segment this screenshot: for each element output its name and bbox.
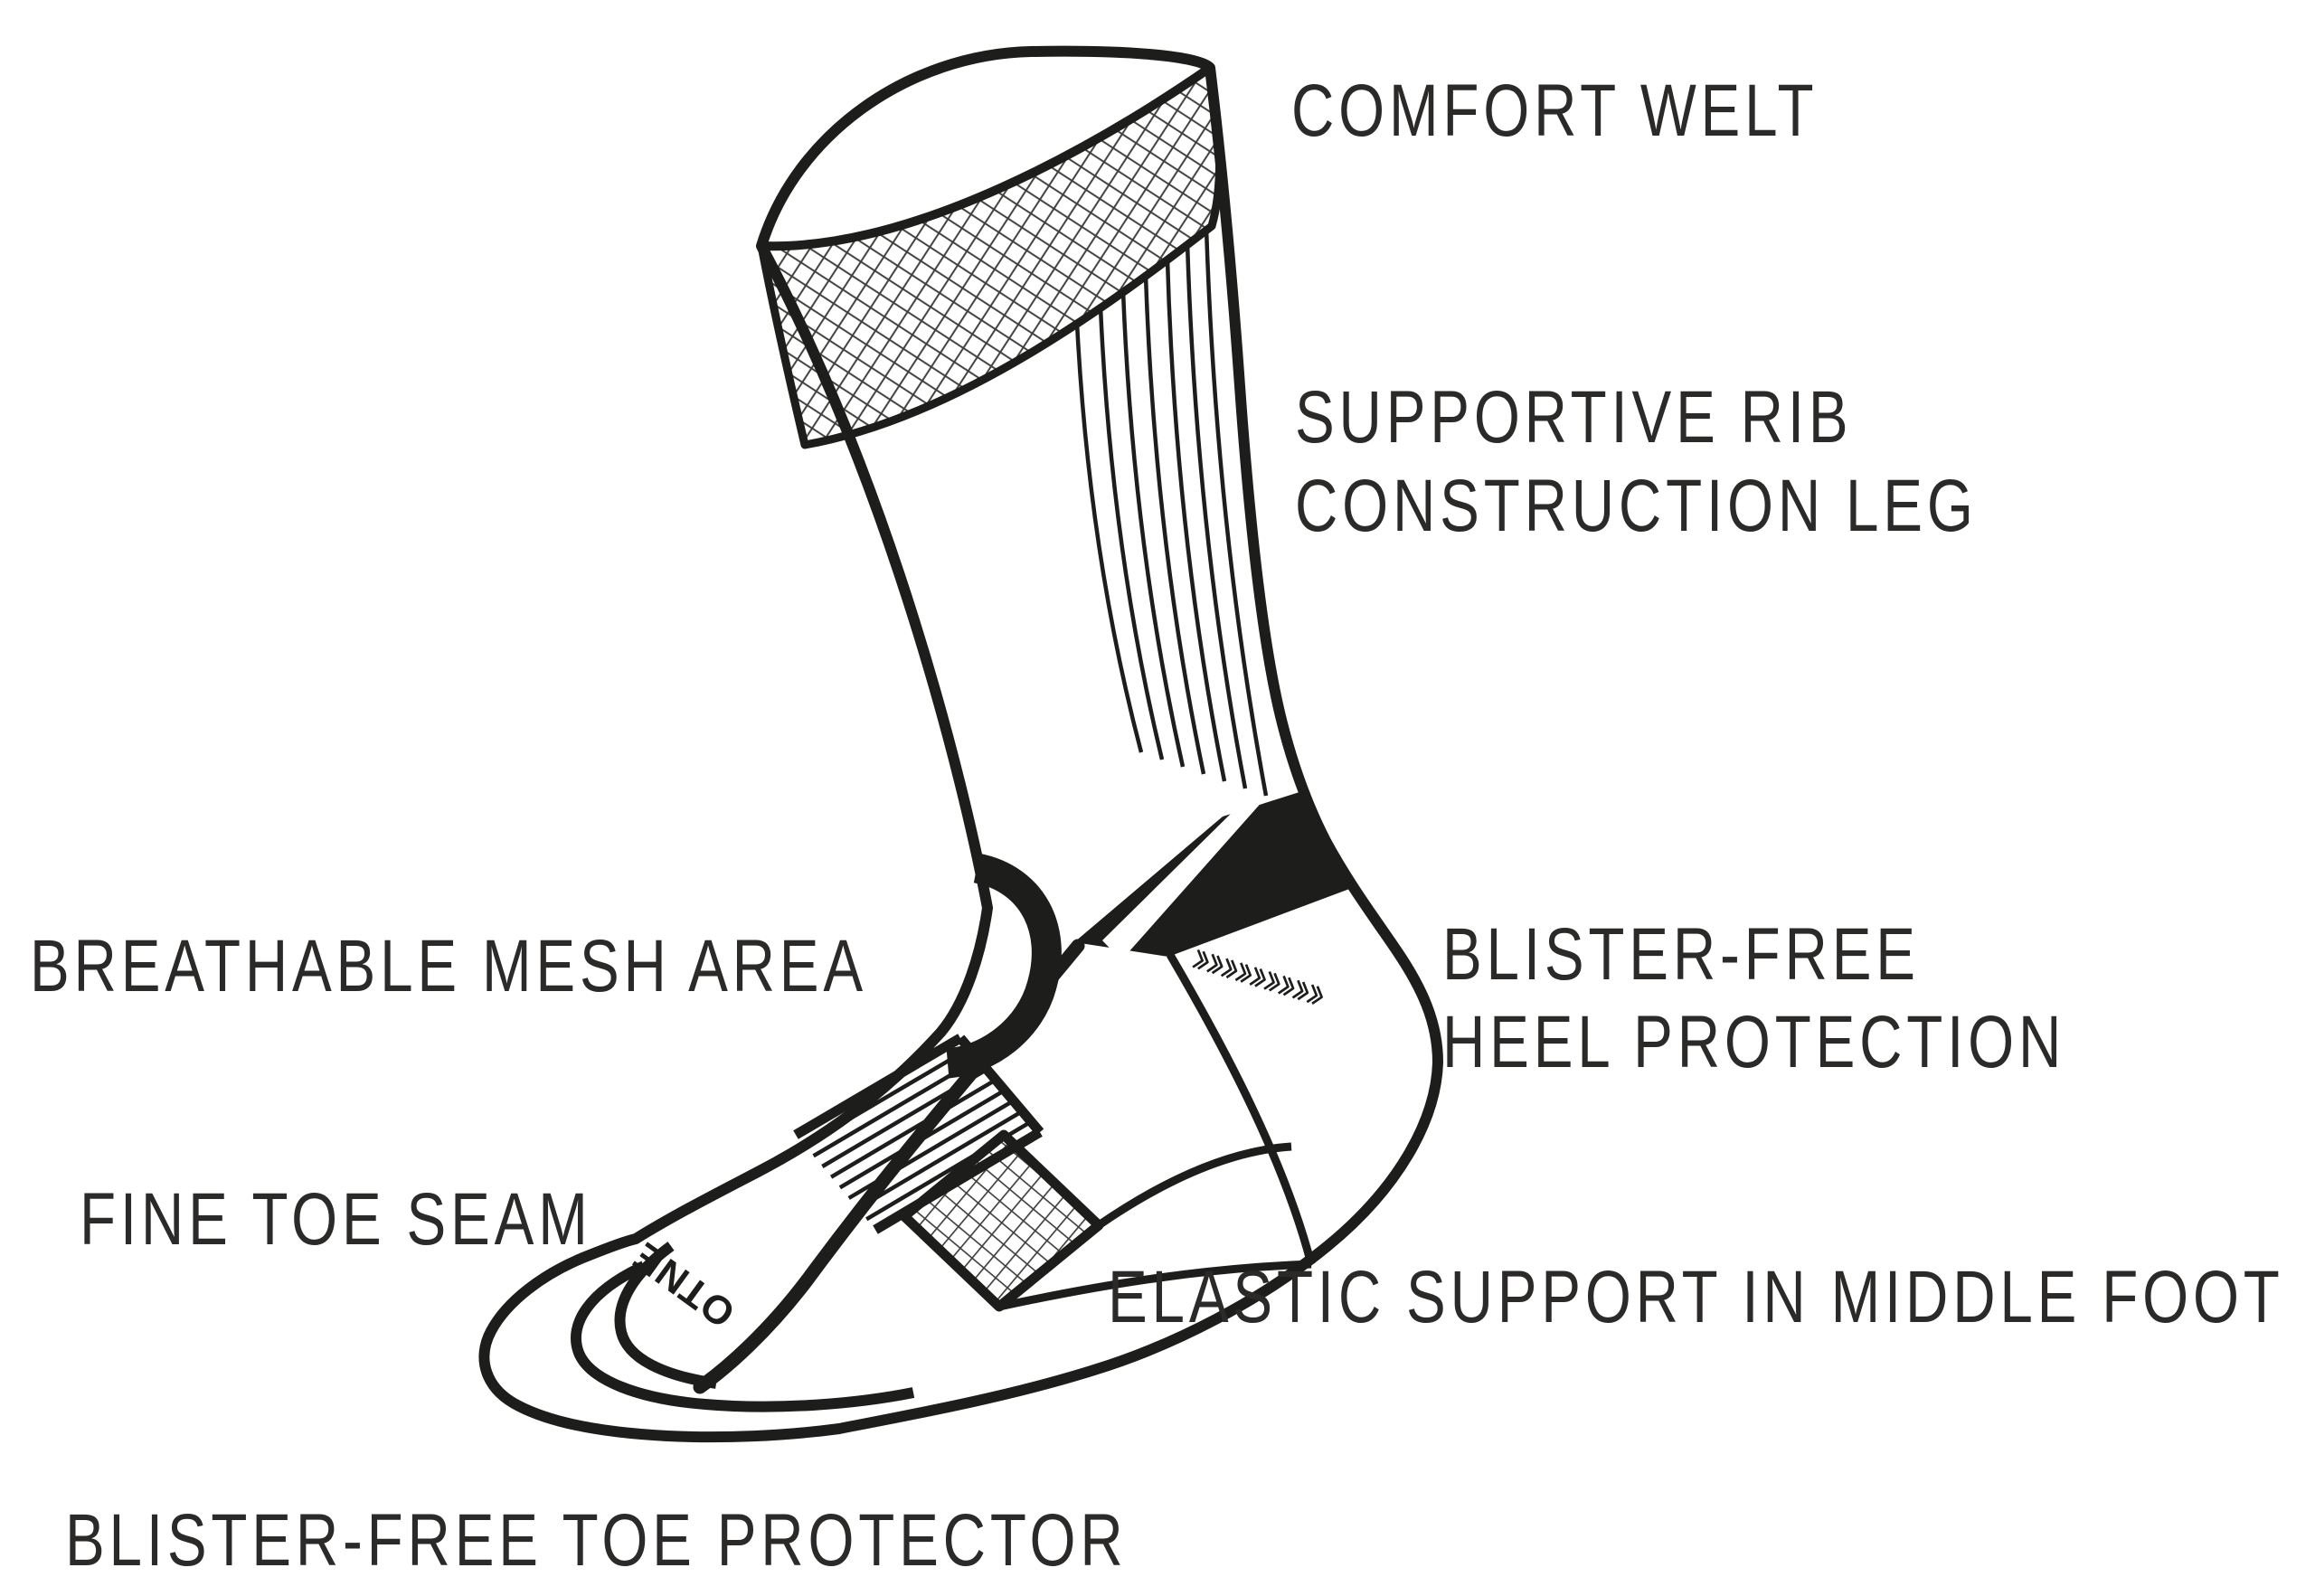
sole-contour-lower xyxy=(998,1260,1312,1311)
label-blister-heel-line1: BLISTER-FREE xyxy=(1442,912,1920,996)
label-comfort-welt: COMFORT WELT xyxy=(1291,69,1818,152)
label-fine-toe-seam: FINE TOE SEAM xyxy=(80,1177,592,1261)
label-blister-toe: BLISTER-FREE TOE PROTECTOR xyxy=(65,1498,1128,1582)
label-blister-heel-line2: HEEL PROTECTION xyxy=(1442,1000,2065,1083)
label-breathable-mesh: BREATHABLE MESH AREA xyxy=(30,924,867,1007)
heel-chevrons xyxy=(1192,949,1323,1006)
toe-protector-arc xyxy=(571,1261,915,1412)
label-supportive-rib-line1: SUPPORTIVE RIB xyxy=(1295,375,1852,458)
sole-contour-upper xyxy=(1096,1142,1292,1229)
toe-seam-arc xyxy=(614,1242,717,1389)
label-supportive-rib-line2: CONSTRUCTION LEG xyxy=(1295,464,1978,547)
ankle-white-slash xyxy=(1102,799,1264,960)
mesh-area-arch xyxy=(945,853,1062,1079)
feature-labels: COMFORT WELT SUPPORTIVE RIB CONSTRUCTION… xyxy=(30,69,2284,1582)
heel-boundary-line xyxy=(1167,952,1316,1266)
label-elastic-support: ELASTIC SUPPORT IN MIDDLE FOOT xyxy=(1108,1255,2284,1338)
cuff-front-rim xyxy=(761,63,1213,251)
rib-construction-lines xyxy=(1074,227,1269,797)
sock-outline xyxy=(478,45,1443,1443)
sock-illustration: OTNE xyxy=(478,45,1443,1443)
